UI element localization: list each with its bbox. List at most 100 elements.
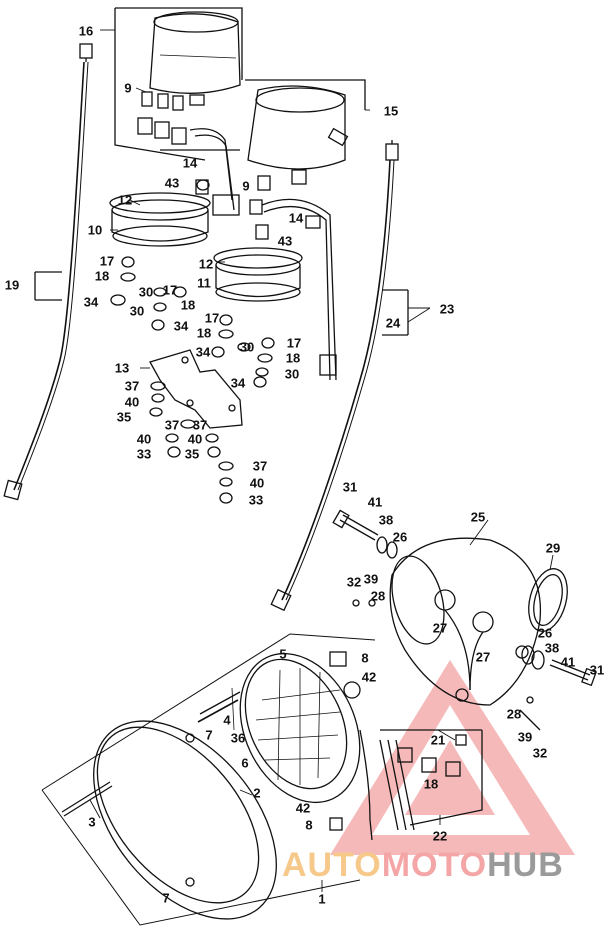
callout-9: 9 bbox=[242, 178, 250, 194]
callout-40: 40 bbox=[136, 431, 152, 447]
speedometer-cable-right bbox=[270, 140, 409, 612]
callout-34: 34 bbox=[195, 344, 211, 360]
headlight-rim-2 bbox=[61, 720, 277, 920]
callout-4: 4 bbox=[223, 712, 231, 728]
callout-18: 18 bbox=[94, 268, 110, 284]
callout-18: 18 bbox=[285, 350, 301, 366]
callout-40: 40 bbox=[124, 394, 140, 410]
callout-26: 26 bbox=[392, 529, 408, 545]
callout-8: 8 bbox=[361, 650, 369, 666]
callout-17: 17 bbox=[99, 253, 115, 269]
callout-40: 40 bbox=[187, 431, 203, 447]
callout-23: 23 bbox=[439, 301, 455, 317]
watermark-auto: AUTO bbox=[282, 846, 382, 884]
callout-14: 14 bbox=[288, 210, 304, 226]
callout-43: 43 bbox=[277, 233, 293, 249]
callout-8: 8 bbox=[305, 817, 313, 833]
callout-3: 3 bbox=[88, 814, 96, 830]
meter-assembly-15 bbox=[245, 79, 366, 381]
callout-9: 9 bbox=[124, 80, 132, 96]
callout-11: 11 bbox=[197, 275, 211, 291]
callout-28: 28 bbox=[370, 588, 386, 604]
callout-33: 33 bbox=[136, 446, 152, 462]
callout-32: 32 bbox=[532, 745, 548, 761]
callout-30: 30 bbox=[129, 303, 145, 319]
callout-25: 25 bbox=[470, 509, 486, 525]
callout-26: 26 bbox=[537, 625, 553, 641]
callout-28: 28 bbox=[506, 706, 522, 722]
meter-bracket-13 bbox=[149, 349, 243, 429]
callout-12: 12 bbox=[198, 256, 214, 272]
ring-29 bbox=[528, 568, 568, 632]
leader-lines bbox=[89, 29, 554, 892]
callout-37: 37 bbox=[252, 458, 268, 474]
callout-35: 35 bbox=[184, 446, 200, 462]
callout-38: 38 bbox=[378, 512, 394, 528]
callout-17: 17 bbox=[204, 310, 220, 326]
watermark-moto: MOTO bbox=[381, 846, 488, 884]
callout-24: 24 bbox=[385, 315, 401, 331]
wire-harness-22 bbox=[379, 729, 483, 831]
callout-37: 37 bbox=[192, 417, 208, 433]
callout-31: 31 bbox=[589, 662, 605, 678]
callout-30: 30 bbox=[284, 366, 300, 382]
callout-42: 42 bbox=[361, 669, 377, 685]
callout-5: 5 bbox=[279, 646, 287, 662]
callout-40: 40 bbox=[249, 475, 265, 491]
hardware-parts bbox=[110, 179, 275, 504]
watermark-hub: HUB bbox=[487, 846, 564, 884]
callout-29: 29 bbox=[545, 540, 561, 556]
callout-42: 42 bbox=[295, 800, 311, 816]
callout-39: 39 bbox=[517, 729, 533, 745]
callout-18: 18 bbox=[423, 776, 439, 792]
callout-37: 37 bbox=[124, 378, 140, 394]
callout-7: 7 bbox=[162, 890, 170, 906]
callout-18: 18 bbox=[180, 297, 196, 313]
callout-34: 34 bbox=[230, 375, 246, 391]
callout-41: 41 bbox=[367, 494, 383, 510]
callout-2: 2 bbox=[253, 785, 261, 801]
callout-32: 32 bbox=[346, 574, 362, 590]
callout-39: 39 bbox=[363, 571, 379, 587]
callout-37: 37 bbox=[164, 417, 180, 433]
callout-27: 27 bbox=[475, 649, 491, 665]
bezel-ring-10 bbox=[109, 192, 211, 247]
watermark-triangle bbox=[330, 660, 575, 855]
callout-1: 1 bbox=[318, 891, 326, 907]
callout-17: 17 bbox=[286, 335, 302, 351]
callout-7: 7 bbox=[205, 727, 213, 743]
callout-6: 6 bbox=[241, 755, 249, 771]
bezel-ring-11 bbox=[213, 247, 303, 302]
callout-19: 19 bbox=[4, 277, 20, 293]
callout-34: 34 bbox=[83, 294, 99, 310]
meter-assembly-16 bbox=[114, 7, 243, 216]
callout-10: 10 bbox=[87, 222, 103, 238]
callout-35: 35 bbox=[116, 409, 132, 425]
callout-14: 14 bbox=[182, 155, 198, 171]
callout-21: 21 bbox=[430, 732, 446, 748]
callout-30: 30 bbox=[138, 284, 154, 300]
callout-43: 43 bbox=[164, 175, 180, 191]
callout-34: 34 bbox=[173, 318, 189, 334]
callout-33: 33 bbox=[248, 492, 264, 508]
watermark-logo: AUTOMOTOHUB bbox=[282, 848, 564, 882]
mount-bolts bbox=[332, 509, 597, 731]
callout-18: 18 bbox=[196, 325, 212, 341]
callout-22: 22 bbox=[432, 828, 448, 844]
callout-41: 41 bbox=[560, 654, 576, 670]
assembly-frame bbox=[41, 633, 376, 926]
callout-27: 27 bbox=[432, 620, 448, 636]
callout-13: 13 bbox=[114, 360, 130, 376]
callout-16: 16 bbox=[78, 23, 94, 39]
callout-30: 30 bbox=[239, 339, 255, 355]
callout-31: 31 bbox=[342, 479, 358, 495]
headlight-unit-6 bbox=[185, 651, 373, 841]
callout-12: 12 bbox=[117, 192, 133, 208]
callout-36: 36 bbox=[230, 730, 246, 746]
callout-38: 38 bbox=[544, 640, 560, 656]
callout-15: 15 bbox=[383, 103, 399, 119]
callout-17: 17 bbox=[162, 282, 178, 298]
speedometer-cable-left bbox=[3, 43, 93, 501]
